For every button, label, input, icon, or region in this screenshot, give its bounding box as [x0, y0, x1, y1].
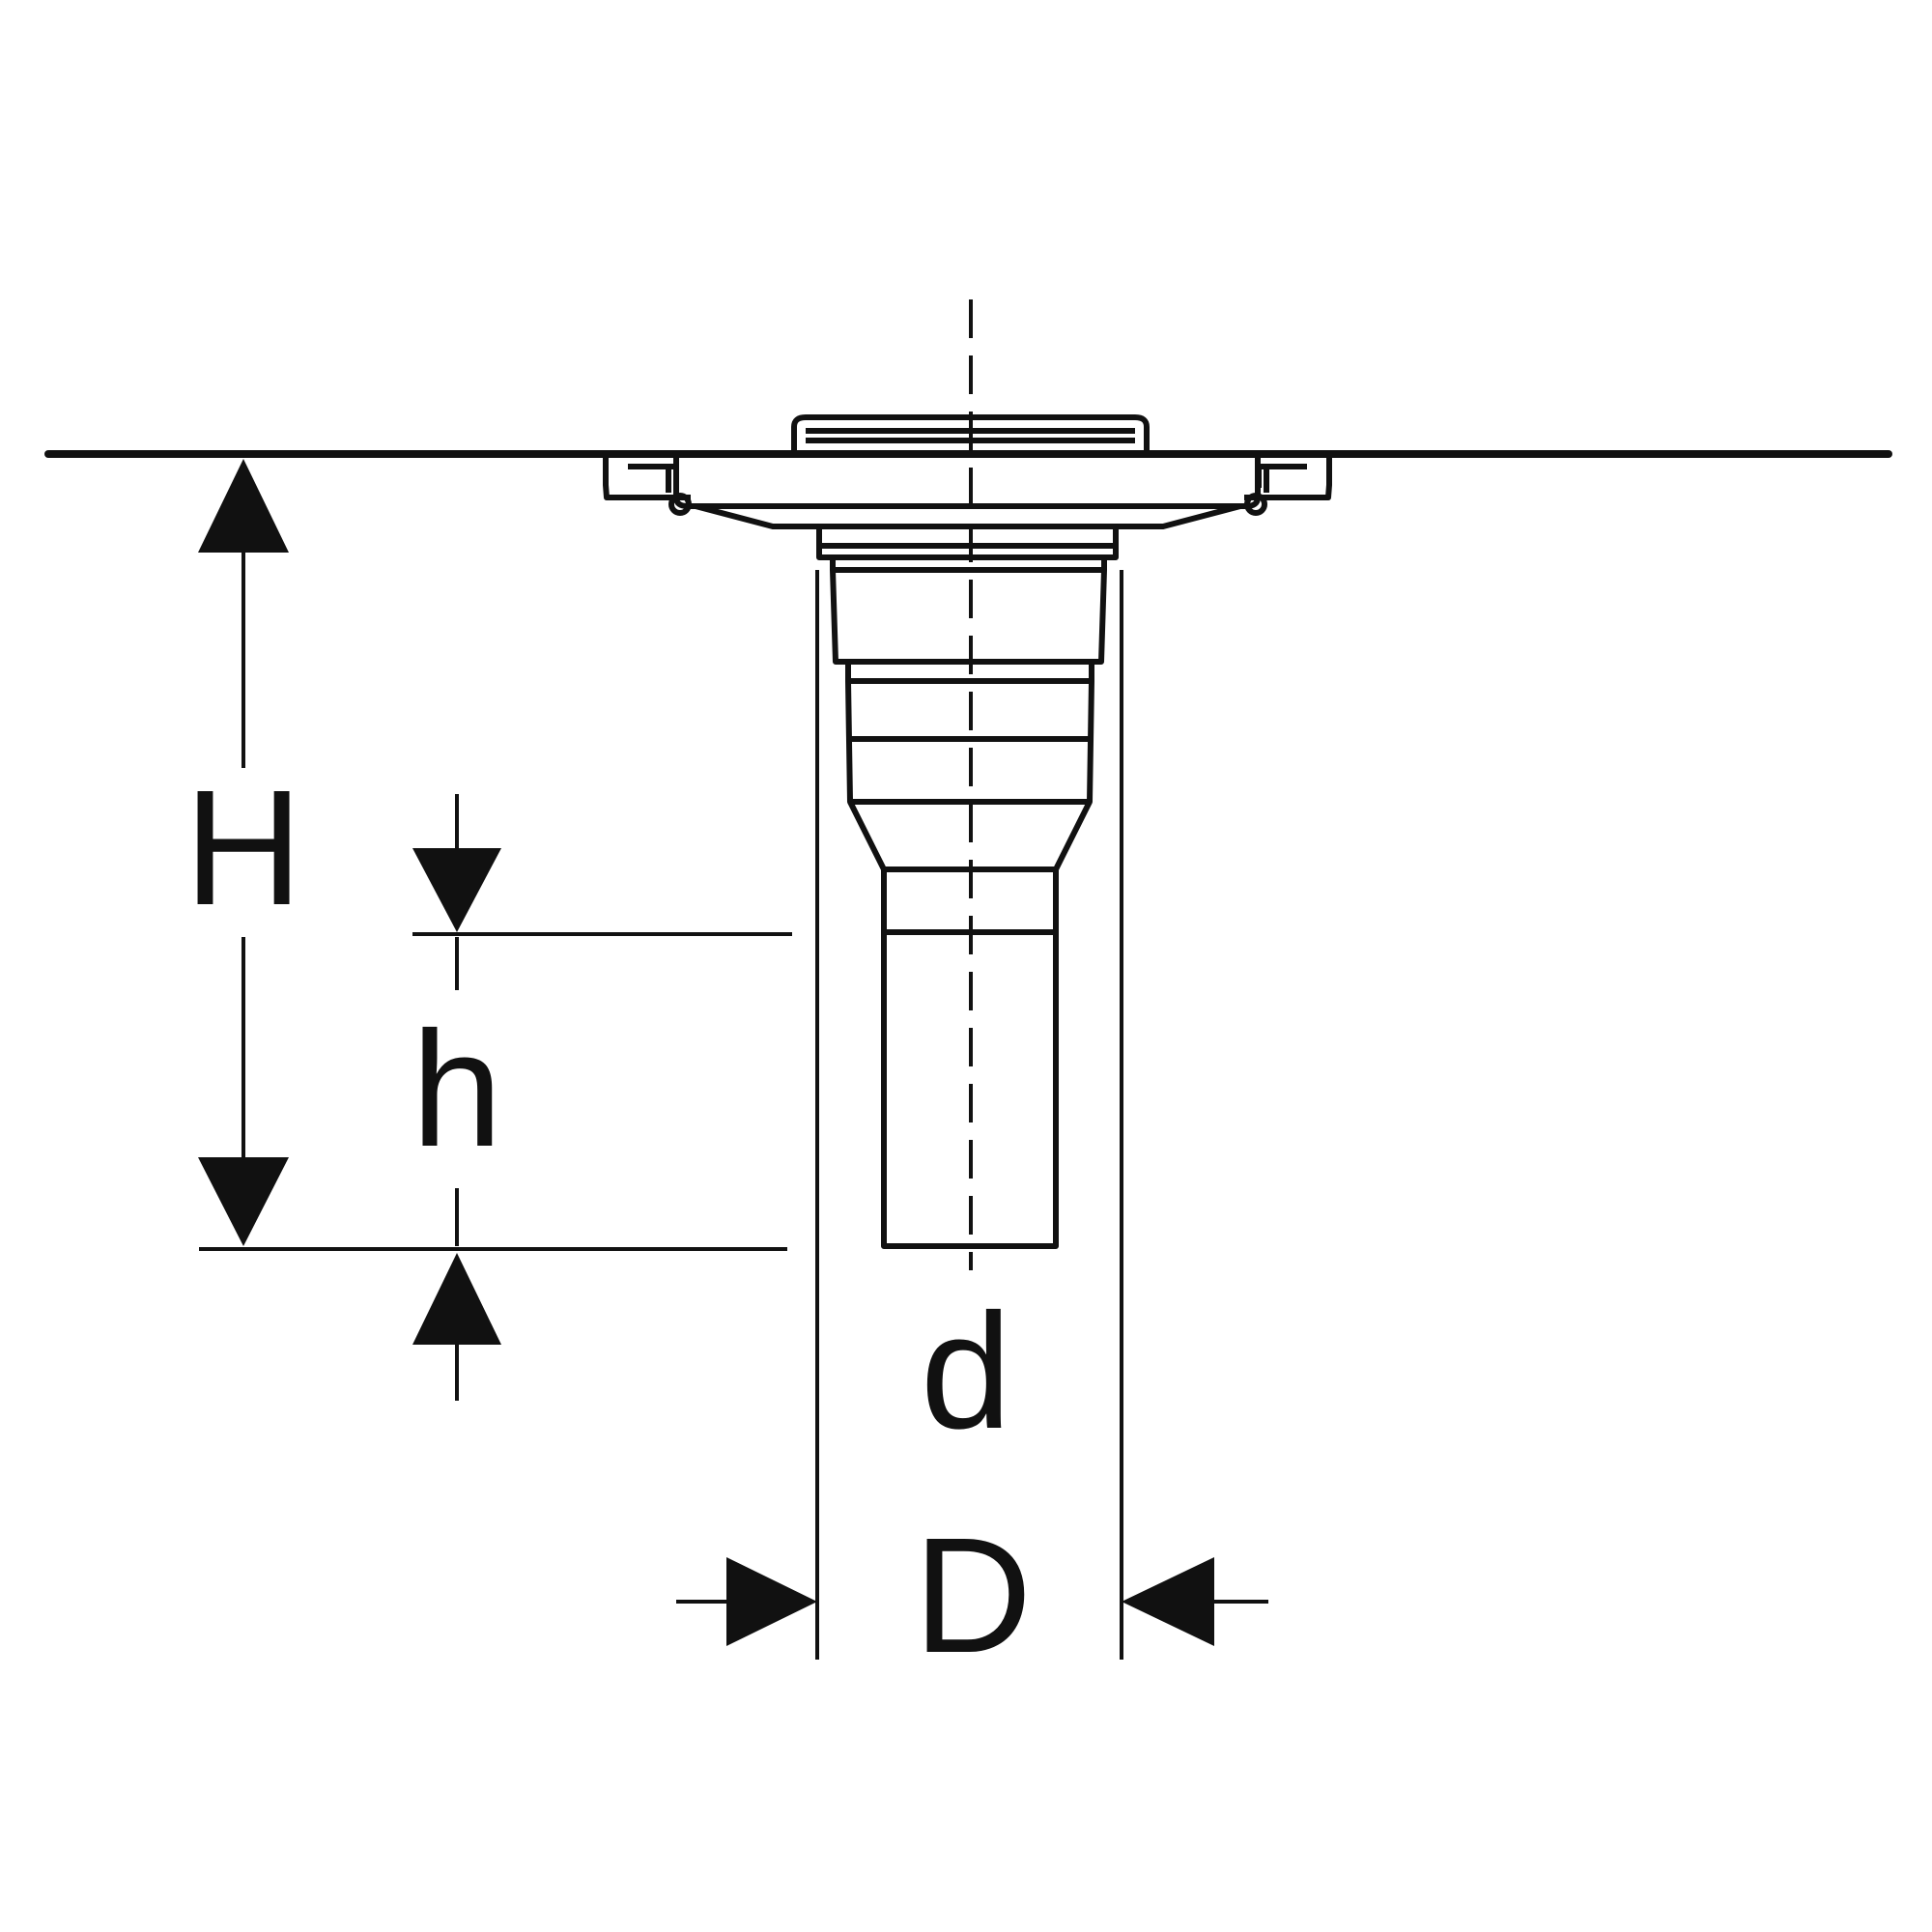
outlet-pipe [881, 869, 1059, 1249]
upper-pipe [830, 557, 1107, 665]
flange-lower [695, 503, 1241, 529]
flange-bolt-left [668, 493, 692, 516]
collar [816, 524, 1119, 560]
arrow-down-h [412, 848, 501, 932]
arrow-up-h [412, 1253, 501, 1345]
arrow-down-H [198, 1157, 289, 1246]
arrow-up-H [198, 459, 289, 553]
arrow-left-D [1122, 1557, 1214, 1646]
label-H: H [185, 756, 303, 940]
dimension-insertion-depth: h [412, 794, 503, 1401]
drain-body [603, 414, 1332, 1249]
dimension-outer-diameter: D [676, 1504, 1268, 1688]
flange-bolt-right [1244, 493, 1267, 516]
dimension-overall-height: H [185, 459, 303, 1246]
label-h: h [412, 998, 503, 1181]
middle-pipe [845, 662, 1094, 805]
flange-body [673, 454, 1261, 509]
label-D: D [914, 1504, 1033, 1688]
arrow-right-D [726, 1557, 817, 1646]
label-d: d [921, 1280, 1012, 1463]
